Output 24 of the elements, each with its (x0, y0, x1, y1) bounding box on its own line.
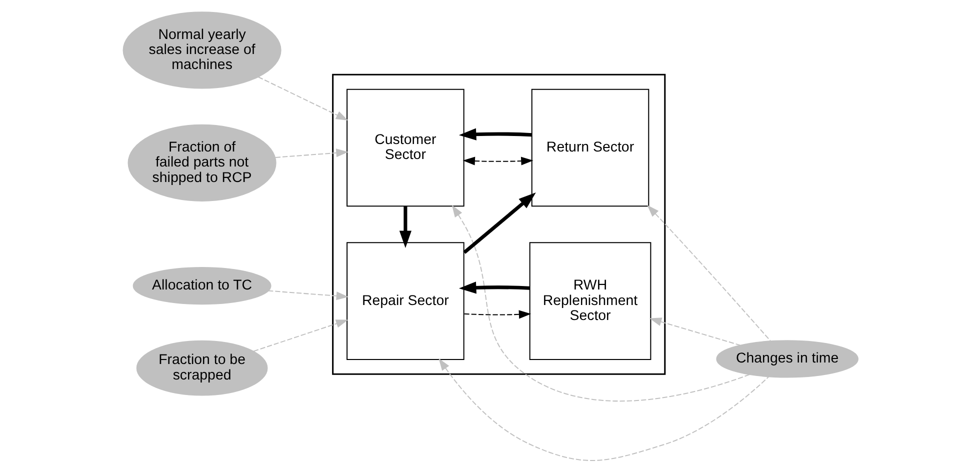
arrow (258, 76, 348, 120)
node-ellipse: Fraction to be scrapped (136, 340, 268, 396)
arrow (648, 318, 740, 346)
arrow (462, 192, 536, 254)
arrow (438, 358, 768, 461)
arrow (274, 148, 348, 158)
arrow (464, 310, 531, 319)
arrow (646, 205, 770, 342)
node-box: Customer Sector (346, 88, 464, 207)
node-box: RWH Replenishment Sector (528, 242, 651, 360)
node-ellipse: Allocation to TC (132, 267, 271, 305)
arrow (458, 282, 530, 294)
node-box: Repair Sector (346, 242, 464, 360)
arrow (462, 156, 533, 166)
arrow (451, 204, 750, 402)
node-ellipse: Changes in time (716, 340, 858, 378)
arrow (268, 290, 348, 300)
node-ellipse: Normal yearly sales increase of machines (122, 12, 281, 89)
arrow (252, 320, 348, 352)
node-box: Return Sector (530, 88, 649, 207)
cluster (332, 74, 666, 375)
arrow (458, 128, 532, 140)
node-ellipse: Fraction of failed parts not shipped to RCP (127, 124, 276, 202)
arrow (398, 206, 411, 248)
